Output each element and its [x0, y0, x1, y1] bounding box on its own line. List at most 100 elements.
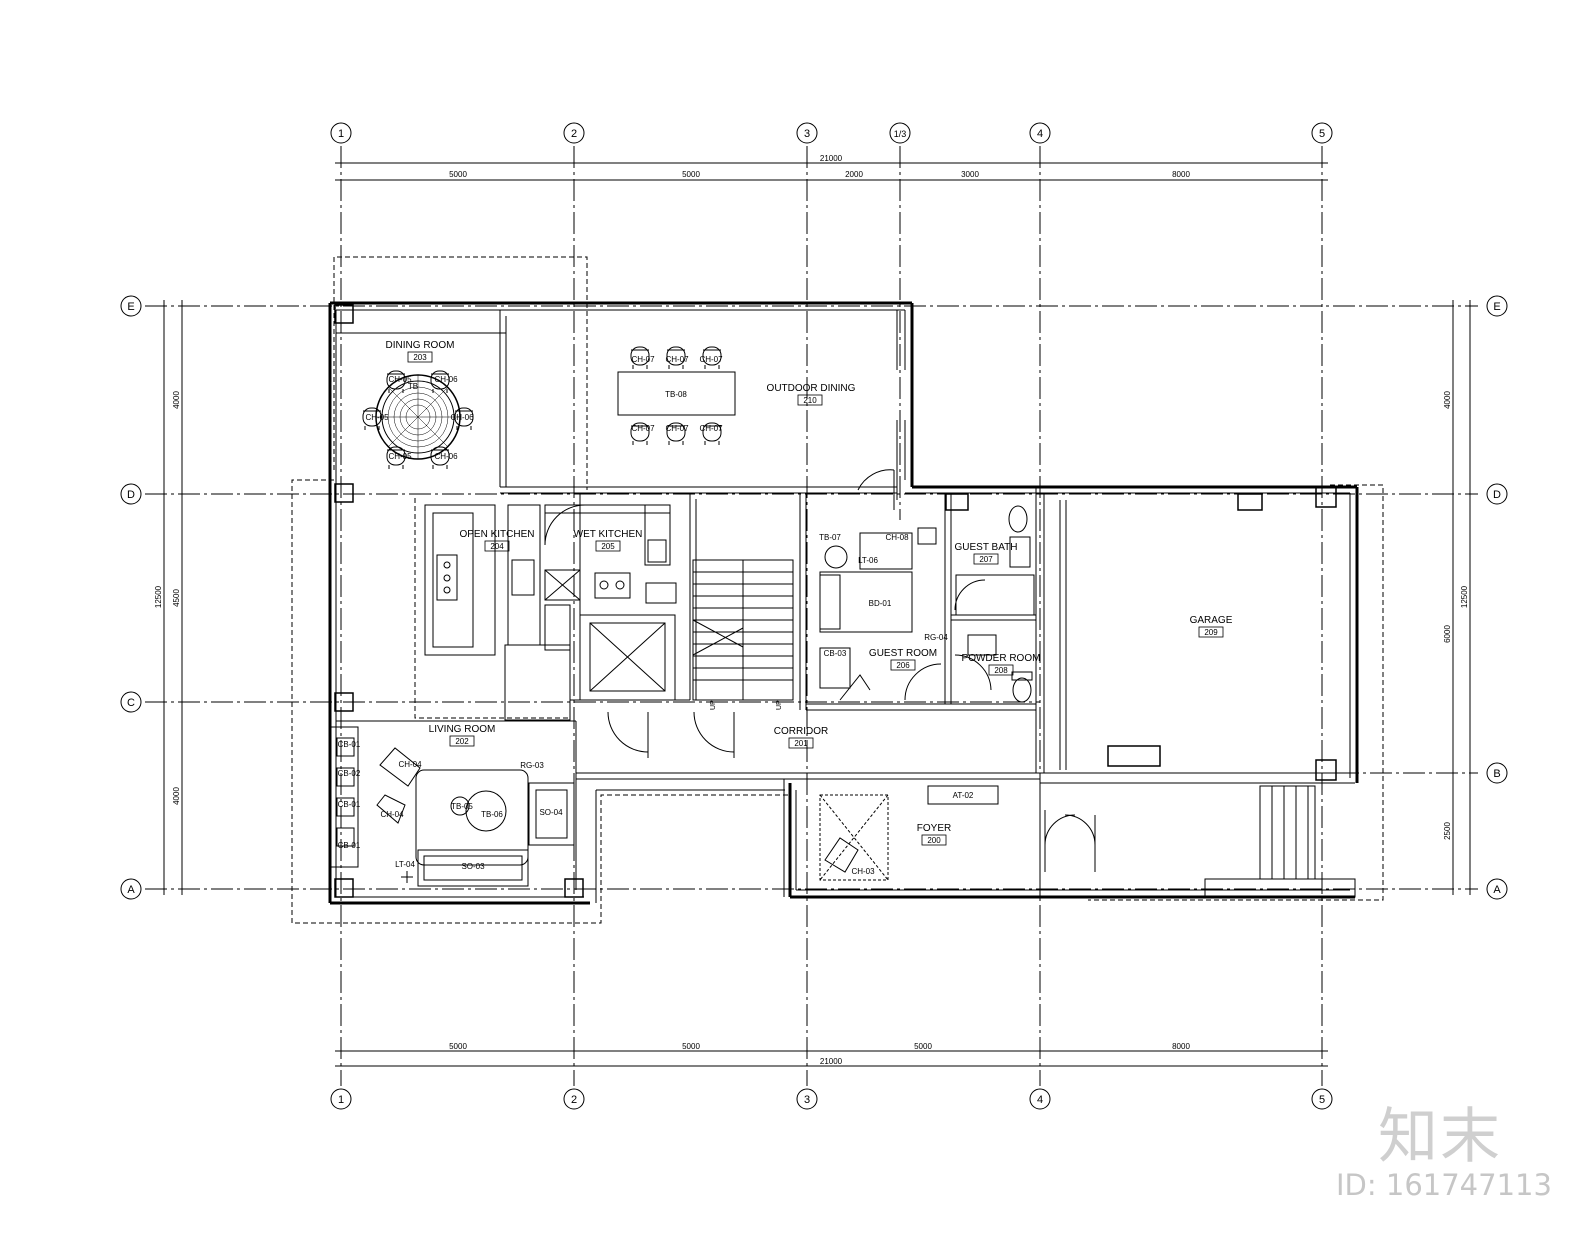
- room-name-corridor: CORRIDOR: [774, 726, 828, 737]
- grid-label-d-right: D: [1493, 489, 1501, 501]
- stairs: [692, 559, 794, 701]
- stair-up-label-left: UP: [710, 700, 717, 710]
- tag-at-02: AT-02: [953, 791, 974, 800]
- dim-top-3: 2000: [845, 170, 863, 179]
- tag-tb-06: TB-06: [481, 810, 503, 819]
- garage-details: [1059, 500, 1067, 770]
- watermark-id: ID: 161747113: [1336, 1168, 1552, 1202]
- grid-label-2: 2: [571, 128, 577, 140]
- room-name-wet-kitchen: WET KITCHEN: [574, 529, 643, 540]
- room-number-202: 202: [455, 737, 469, 746]
- tag-rg-04: RG-04: [924, 633, 948, 642]
- kitchen-fixtures: [424, 504, 677, 721]
- grid-label-2-bottom: 2: [571, 1094, 577, 1106]
- entry-steps: [1204, 785, 1356, 898]
- dining-round-table: [375, 374, 461, 460]
- tag-cb-01-a: CB-01: [338, 740, 361, 749]
- tag-ch-04-b: CH-04: [380, 810, 404, 819]
- room-numbers: 203 210 204 205 207 209 206 208 202 201 …: [413, 353, 1218, 845]
- tag-ch-06-a: CH-06: [434, 375, 458, 384]
- room-number-208: 208: [994, 666, 1008, 675]
- tag-ch-07-f: CH-07: [699, 424, 723, 433]
- outdoor-dining-set: [617, 346, 736, 446]
- tag-so-04: SO-04: [539, 808, 563, 817]
- room-number-204: 204: [490, 542, 504, 551]
- tag-ch-07-c: CH-07: [699, 355, 723, 364]
- grid-label-5: 5: [1319, 128, 1325, 140]
- dim-top-1: 5000: [449, 170, 467, 179]
- room-number-205: 205: [601, 542, 615, 551]
- room-name-outdoor-dining: OUTDOOR DINING: [767, 383, 856, 394]
- tag-ch-04-a: CH-04: [398, 760, 422, 769]
- living-room-furniture: [330, 726, 575, 887]
- tag-ch-07-e: CH-07: [665, 424, 689, 433]
- tag-ch-07-d: CH-07: [631, 424, 655, 433]
- tag-ch-06-b: CH-06: [450, 413, 474, 422]
- tag-tb: TB: [408, 382, 418, 391]
- grid-label-e-right: E: [1493, 301, 1500, 313]
- grid-lines: [145, 146, 1478, 1086]
- room-name-garage: GARAGE: [1190, 615, 1233, 626]
- dim-left-total: 12500: [154, 585, 163, 608]
- grid-label-1: 1: [338, 128, 344, 140]
- room-name-open-kitchen: OPEN KITCHEN: [459, 529, 534, 540]
- grid-label-1-bottom: 1: [338, 1094, 344, 1106]
- dim-bottom-total: 21000: [820, 1057, 843, 1066]
- dim-left-3: 4000: [172, 787, 181, 805]
- grid-label-4-bottom: 4: [1037, 1094, 1043, 1106]
- dim-bottom-3: 5000: [914, 1042, 932, 1051]
- dim-top-total: 21000: [820, 154, 843, 163]
- grid-bubble-labels: 1 2 3 1/3 4 5 1 2 3 4 5 E D C A E D B A: [127, 128, 1501, 1106]
- tag-ch-07-a: CH-07: [631, 355, 655, 364]
- dim-right-3: 2500: [1443, 822, 1452, 840]
- room-number-209: 209: [1204, 628, 1218, 637]
- dim-bottom-2: 5000: [682, 1042, 700, 1051]
- tag-cb-01-c: CB-01: [338, 841, 361, 850]
- grid-label-4: 4: [1037, 128, 1043, 140]
- dim-right-total: 12500: [1460, 585, 1469, 608]
- tag-ch-05-b: CH-05: [365, 413, 389, 422]
- dim-top-4: 3000: [961, 170, 979, 179]
- tag-cb-01-b: CB-01: [338, 800, 361, 809]
- grid-label-3-bottom: 3: [804, 1094, 810, 1106]
- room-name-foyer: FOYER: [917, 823, 951, 834]
- tag-ch-08: CH-08: [885, 533, 909, 542]
- tag-cb-03: CB-03: [824, 649, 847, 658]
- room-name-dining: DINING ROOM: [386, 340, 455, 351]
- bath-fixtures: [955, 505, 1035, 703]
- grid-label-e-left: E: [127, 301, 134, 313]
- tag-tb-08: TB-08: [665, 390, 687, 399]
- door-swings: [544, 469, 1096, 872]
- room-name-living: LIVING ROOM: [429, 724, 496, 735]
- tag-lt-04: LT-04: [395, 860, 415, 869]
- room-name-guest-room: GUEST ROOM: [869, 648, 937, 659]
- tag-tb-05: TB-05: [451, 802, 473, 811]
- grid-bubbles: [120, 122, 1508, 1110]
- grid-label-a-right: A: [1493, 884, 1501, 896]
- dim-right-2: 6000: [1443, 625, 1452, 643]
- overhead-outlines: [291, 256, 1384, 924]
- grid-label-d-left: D: [127, 489, 135, 501]
- dim-bottom-1: 5000: [449, 1042, 467, 1051]
- room-name-guest-bath: GUEST BATH: [955, 542, 1018, 553]
- dim-left-1: 4000: [172, 391, 181, 409]
- dim-bottom-4: 8000: [1172, 1042, 1190, 1051]
- furniture-tags: TB-08 CH-07 CH-07 CH-07 CH-07 CH-07 CH-0…: [338, 355, 974, 876]
- grid-label-c-left: C: [127, 697, 135, 709]
- tag-bd-01: BD-01: [869, 599, 892, 608]
- dimension-lines: [163, 162, 1471, 1067]
- tag-rg-03: RG-03: [520, 761, 544, 770]
- grid-label-3: 3: [804, 128, 810, 140]
- room-number-207: 207: [979, 555, 993, 564]
- dim-right-1: 4000: [1443, 391, 1452, 409]
- elevator: [579, 614, 676, 701]
- tag-ch-07-b: CH-07: [665, 355, 689, 364]
- stair-up-label-right: UP: [776, 700, 783, 710]
- dimension-text: 21000 5000 5000 2000 3000 8000 5000 5000…: [154, 154, 1469, 1066]
- tag-ch-06-c: CH-06: [434, 452, 458, 461]
- tag-cb-02: CB-02: [338, 769, 361, 778]
- room-number-boxes: [407, 351, 1224, 846]
- room-number-203: 203: [413, 353, 427, 362]
- watermark-logo: 知末: [1378, 1102, 1502, 1172]
- tag-ch-03: CH-03: [851, 867, 875, 876]
